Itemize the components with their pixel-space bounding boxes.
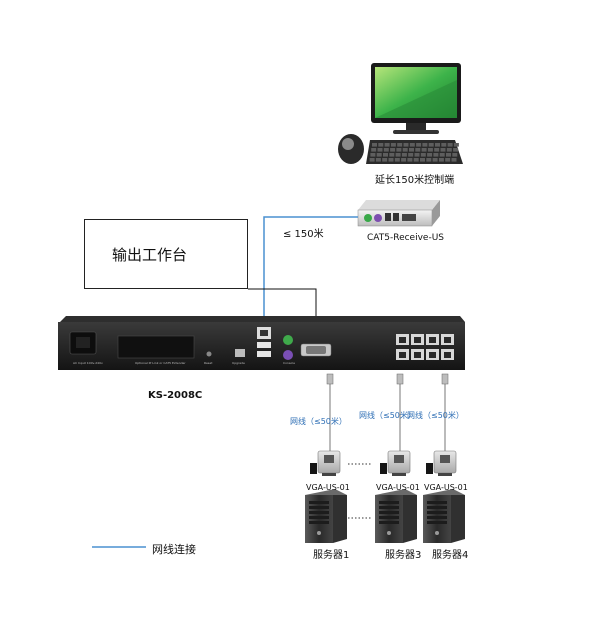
servers: [305, 489, 465, 543]
output-console-box: 输出工作台: [84, 219, 248, 289]
receiver-caption: CAT5-Receive-US: [367, 233, 444, 243]
adapters: [310, 450, 457, 476]
svg-text:Optional IP Link or CAT5 Ext: Optional IP Link or CAT5 Extender: [135, 361, 186, 365]
cable-label: 网线（≤50米）: [290, 417, 347, 426]
adapter-label: VGA-US-01: [376, 483, 420, 492]
legend-label: 网线连接: [152, 543, 196, 556]
output-console-label: 输出工作台: [112, 246, 188, 264]
vga-adapter-icon: [310, 450, 341, 476]
svg-text:Reset: Reset: [204, 361, 213, 365]
server-cables: [329, 384, 446, 458]
receiver-cable-line: [263, 216, 358, 327]
distance-label: ≤ 150米: [283, 229, 324, 240]
server-tower-icon: [423, 489, 465, 543]
svg-text:AC Input 100v-240v: AC Input 100v-240v: [73, 361, 103, 365]
console-caption: 延长150米控制端: [375, 175, 455, 186]
adapter-label: VGA-US-01: [424, 483, 468, 492]
server-label: 服务器1: [313, 550, 350, 561]
svg-text:Console: Console: [283, 361, 295, 365]
svg-text:Upgrade: Upgrade: [232, 361, 245, 365]
server-tower-icon: [375, 489, 417, 543]
adapter-label: VGA-US-01: [306, 483, 350, 492]
cable-label: 网线（≤50米）: [407, 411, 464, 420]
mouse-icon: [338, 134, 364, 164]
kvm-switch-icon: AC Input 100v-240v Optional IP Link or C…: [58, 316, 465, 370]
server-tower-icon: [305, 489, 347, 543]
receiver-device-icon: [357, 200, 440, 227]
vga-adapter-icon: [380, 450, 411, 476]
keyboard-icon: [366, 140, 463, 164]
server-label: 服务器4: [432, 550, 469, 561]
cable-plugs: [326, 373, 449, 385]
vga-adapter-icon: [426, 450, 457, 476]
monitor-icon: [371, 63, 461, 134]
cable-label: 网线（≤50米）: [359, 411, 416, 420]
server-label: 服务器3: [385, 550, 422, 561]
model-label: KS-2008C: [148, 390, 203, 401]
